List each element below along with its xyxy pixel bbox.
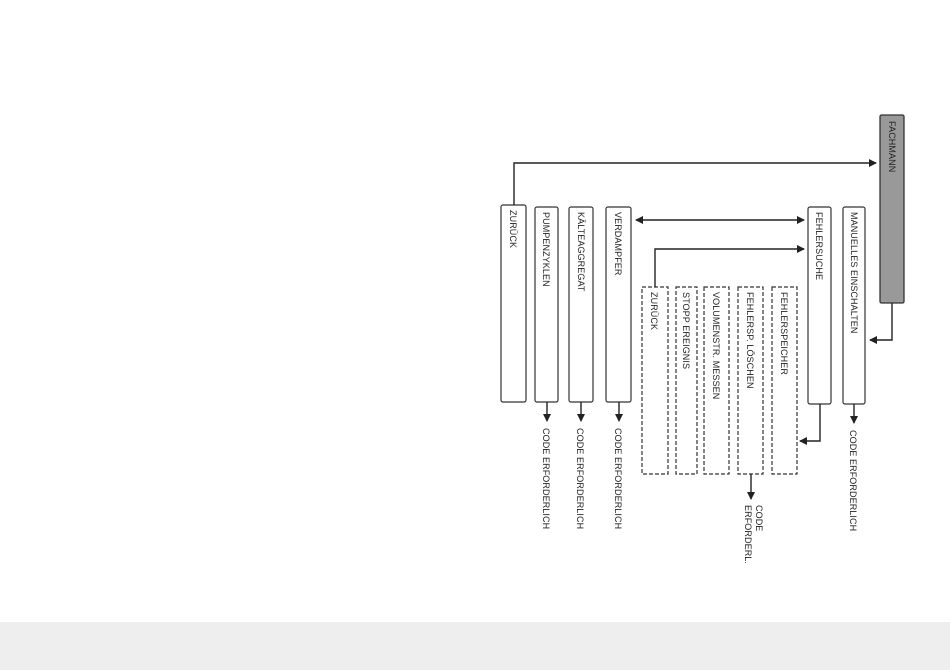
- submenu-label-fehlersp-loeschen: FEHLERSP. LÖSCHEN: [745, 292, 755, 389]
- code-label-kaelteaggregat: CODE ERFORDERLICH: [575, 428, 585, 529]
- connector-fachmann-to-manuelles: [870, 303, 892, 340]
- menu-label-pumpenzyklen: PUMPENZYKLEN: [541, 212, 551, 287]
- connector-zurueck-to-fachmann: [514, 163, 876, 205]
- menu-box-pumpenzyklen: PUMPENZYKLEN: [535, 207, 558, 402]
- code-label-verdampfer: CODE ERFORDERLICH: [613, 428, 623, 529]
- menu-label-verdampfer: VERDAMPFER: [613, 212, 623, 276]
- connector-submenu-zurueck-to-fehlersuche: [655, 249, 804, 287]
- submenu-label-fehlerspeicher: FEHLERSPEICHER: [779, 292, 789, 375]
- submenu-box-fehlersp-loeschen: FEHLERSP. LÖSCHEN: [738, 287, 763, 474]
- menu-box-verdampfer: VERDAMPFER: [606, 207, 631, 402]
- submenu-box-fehlerspeicher: FEHLERSPEICHER: [772, 287, 797, 474]
- menu-label-zurueck: ZURÜCK: [508, 210, 518, 248]
- menu-box-fehlersuche: FEHLERSUCHE: [808, 207, 831, 404]
- menu-box-zurueck: ZURÜCK: [501, 205, 526, 402]
- submenu-label-stopp-ereignis: STOPP EREIGNIS: [681, 292, 691, 369]
- menu-box-kaelteaggregat: KÄLTEAGGREGAT: [569, 207, 593, 402]
- code-label-fehlersp-line1: CODE: [754, 505, 764, 531]
- submenu-box-stopp-ereignis: STOPP EREIGNIS: [676, 287, 697, 474]
- fachmann-label: FACHMANN: [887, 121, 897, 172]
- fachmann-box: FACHMANN: [880, 115, 904, 303]
- connector-fehlersuche-to-submenu: [800, 404, 820, 441]
- submenu-label-zurueck: ZURÜCK: [649, 292, 659, 330]
- submenu-label-volumenstr-messen: VOLUMENSTR. MESSEN: [711, 292, 721, 399]
- code-label-manuelles: CODE ERFORDERLICH: [848, 430, 858, 531]
- submenu-box-volumenstr-messen: VOLUMENSTR. MESSEN: [704, 287, 729, 474]
- menu-label-manuelles-einschalten: MANUELLES EINSCHALTEN: [849, 212, 859, 333]
- footer-band: [0, 622, 950, 670]
- menu-box-manuelles-einschalten: MANUELLES EINSCHALTEN: [843, 207, 865, 404]
- menu-label-fehlersuche: FEHLERSUCHE: [814, 212, 824, 280]
- submenu-box-zurueck: ZURÜCK: [642, 287, 668, 474]
- menu-label-kaelteaggregat: KÄLTEAGGREGAT: [576, 212, 586, 292]
- code-label-fehlersp-line2: ERFORDERL.: [743, 505, 753, 564]
- code-label-pumpenzyklen: CODE ERFORDERLICH: [541, 428, 551, 529]
